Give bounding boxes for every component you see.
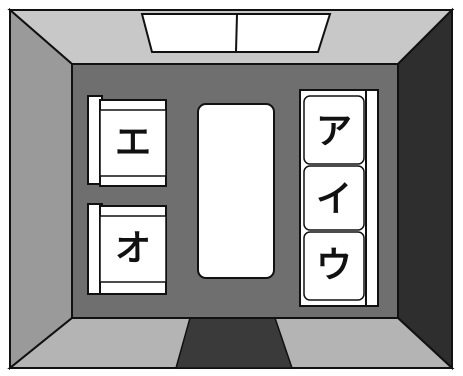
- left-sofa2-cushion: [99, 215, 167, 283]
- doorway: [175, 317, 294, 369]
- window-divider: [235, 13, 238, 53]
- right-sofa-cushion-1: [303, 95, 365, 165]
- seat-label-u: ウ: [315, 245, 352, 286]
- right-sofa-back: [365, 89, 379, 307]
- right-sofa: [299, 89, 379, 307]
- left-wall: [9, 7, 73, 371]
- seat-label-i: イ: [315, 179, 352, 220]
- seat-label-a: ア: [315, 111, 352, 152]
- seat-label-o: オ: [114, 228, 151, 269]
- seat-label-e: エ: [114, 122, 151, 163]
- right-sofa-cushion-2: [303, 165, 365, 231]
- right-wall: [397, 7, 453, 371]
- table: [197, 103, 275, 279]
- right-sofa-cushion-3: [303, 231, 365, 301]
- left-sofa: [87, 95, 167, 295]
- left-sofa-cushion: [99, 109, 167, 177]
